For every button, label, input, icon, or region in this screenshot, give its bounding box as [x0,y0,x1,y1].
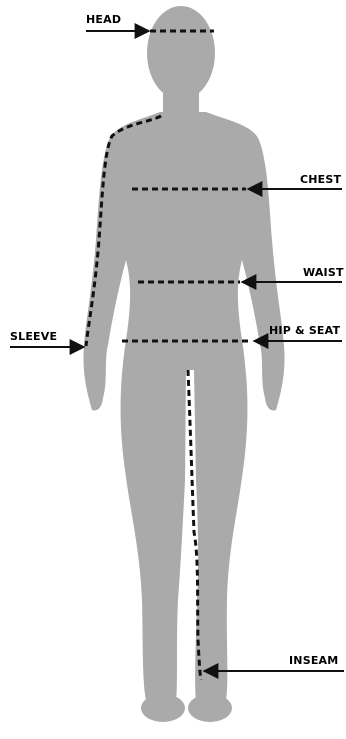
silhouette-right-foot [188,694,232,722]
chest-label: CHEST [300,174,341,185]
silhouette [83,6,284,722]
hip-seat-label: HIP & SEAT [269,325,340,336]
sleeve-label: SLEEVE [10,331,57,342]
silhouette-head [147,6,215,100]
head-label: HEAD [86,14,121,25]
waist-label: WAIST [303,267,344,278]
inseam-label: INSEAM [289,655,338,666]
silhouette-left-foot [141,694,185,722]
silhouette-torso [83,112,284,708]
